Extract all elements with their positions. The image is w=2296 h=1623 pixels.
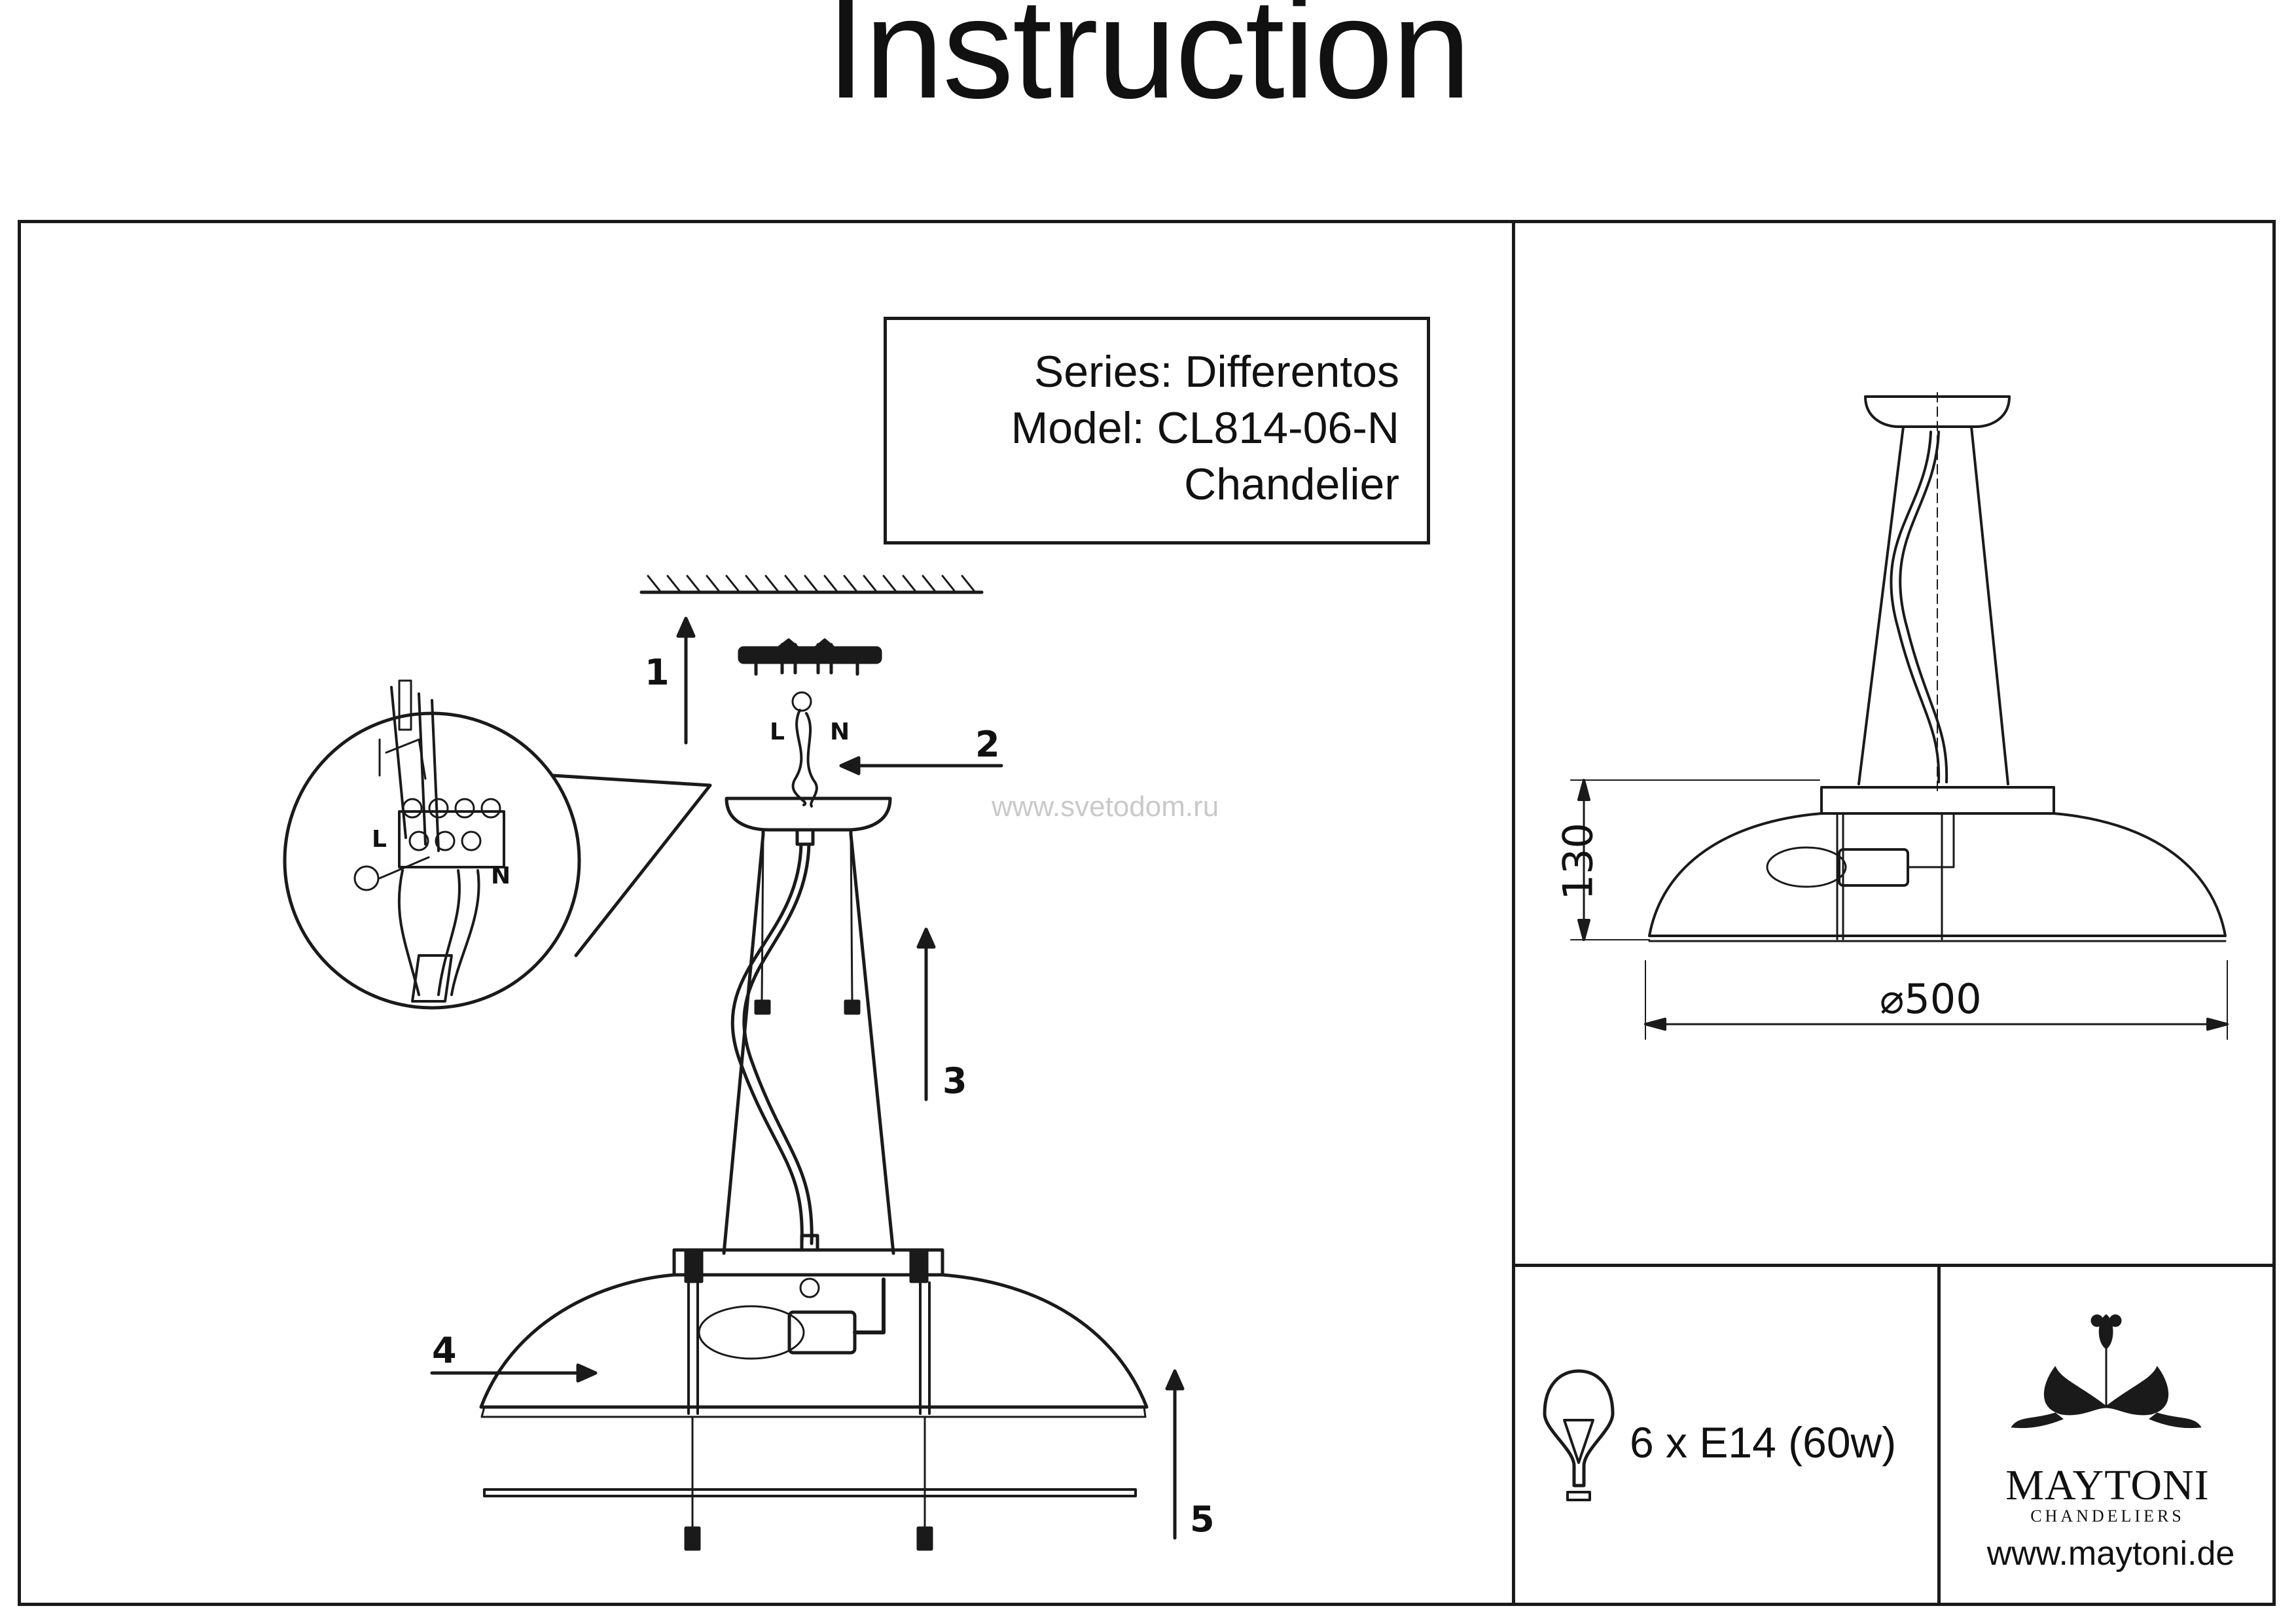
step-3-label: 3 <box>942 1060 967 1101</box>
side-view-drawing <box>1570 392 2229 1040</box>
ceiling-hatch <box>639 575 984 594</box>
bulb-spec-label: 6 x E14 (60w) <box>1630 1418 1897 1467</box>
detail-neutral-label: N <box>491 863 511 889</box>
divider-horizontal-right <box>1512 1264 2276 1267</box>
diameter-dimension-label: ⌀500 <box>1880 975 1982 1023</box>
divider-vertical-main <box>1512 220 1515 1606</box>
step-2-label: 2 <box>975 724 1000 765</box>
step-4-label: 4 <box>432 1330 457 1371</box>
brand-subtitle: CHANDELIERS <box>2030 1507 2185 1525</box>
detail-live-label: L <box>372 826 387 853</box>
live-wire-label: L <box>770 719 785 745</box>
page-title: Instruction <box>826 0 1471 128</box>
instruction-frame <box>18 220 2276 1606</box>
series-label: Series: Differentos <box>1033 347 1399 397</box>
neutral-wire-label: N <box>830 719 850 745</box>
product-info-box: Series: Differentos Model: CL814-06-N Ch… <box>884 317 1430 544</box>
brand-name: MAYTONI <box>2005 1461 2210 1509</box>
product-type-label: Chandelier <box>1184 459 1399 509</box>
wiring-detail <box>283 679 712 1010</box>
divider-vertical-brand <box>1937 1264 1941 1606</box>
mounting-bar <box>738 638 882 676</box>
step-1-label: 1 <box>645 652 670 693</box>
brand-url: www.maytoni.de <box>1986 1535 2235 1573</box>
watermark: www.svetodom.ru <box>992 791 1219 823</box>
model-label: Model: CL814-06-N <box>1011 403 1399 453</box>
step-5-label: 5 <box>1190 1499 1215 1540</box>
